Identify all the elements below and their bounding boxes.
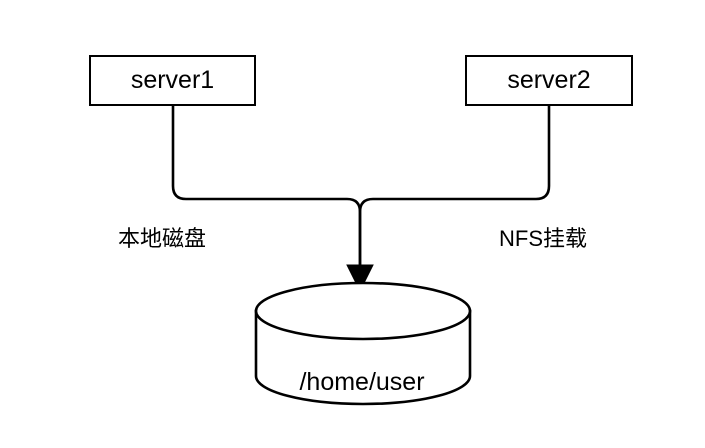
node-storage-label: /home/user (299, 368, 425, 396)
edge-label-local-disk: 本地磁盘 (118, 226, 207, 251)
cylinder-top-ellipse (254, 281, 472, 341)
arrowhead-icon (346, 264, 374, 293)
connector-server2-to-storage (358, 106, 551, 272)
connector-server1-to-storage (171, 106, 362, 272)
edge-label-nfs-mount: NFS挂载 (499, 226, 588, 251)
node-server2[interactable]: server2 (465, 55, 633, 106)
node-server2-label: server2 (507, 66, 591, 94)
node-server1-label: server1 (130, 66, 215, 94)
node-server1[interactable]: server1 (89, 55, 256, 106)
